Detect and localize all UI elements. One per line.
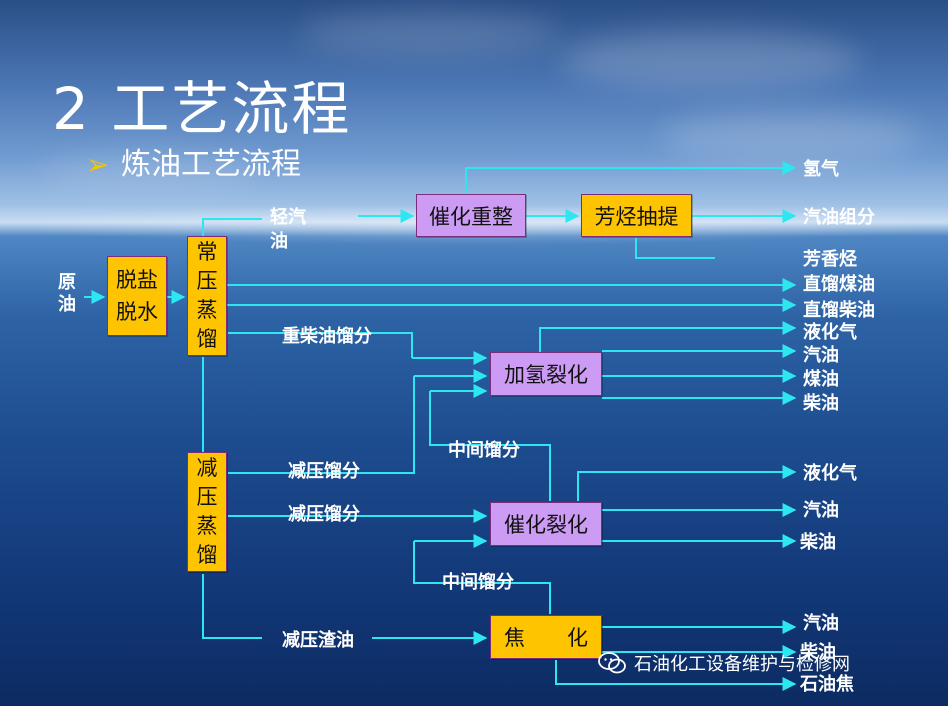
wechat-icon — [598, 652, 626, 674]
product-hc-gasoline: 汽油 — [803, 345, 839, 366]
unit-desalt: 脱盐 脱水 — [107, 256, 167, 336]
feed-label: 原油 — [58, 272, 76, 315]
flow-middle-cut-2 — [413, 541, 551, 614]
flow-atm-top — [202, 218, 262, 236]
product-coke-gasoline: 汽油 — [803, 613, 839, 634]
product-petroleum-coke: 石油焦 — [800, 674, 854, 695]
bullet-arrow-icon: ➢ — [86, 148, 110, 181]
flow-vac-cut-1 — [228, 376, 415, 474]
unit-desalt-label: 脱盐 脱水 — [116, 268, 158, 324]
product-hc-lpg: 液化气 — [803, 322, 857, 343]
unit-hydrocrack-label: 加氢裂化 — [504, 363, 588, 387]
watermark-text: 石油化工设备维护与检修网 — [634, 654, 850, 675]
product-hydrogen: 氢气 — [803, 159, 839, 180]
unit-atm-label: 常 压 蒸 馏 — [196, 240, 218, 351]
unit-vac-label: 减 压 蒸 馏 — [196, 456, 218, 567]
cloud — [560, 30, 860, 90]
page-title: 2 工艺流程 — [52, 75, 352, 143]
flow-fcc-lpg-line — [577, 471, 620, 501]
stream-light-gasoline: 轻汽 油 — [270, 207, 306, 252]
flow-coke-coke-line — [555, 660, 620, 685]
product-straight-kerosene: 直馏煤油 — [803, 274, 875, 295]
product-hc-diesel: 柴油 — [803, 393, 839, 414]
stream-vac-residue: 减压渣油 — [282, 630, 354, 651]
cloud — [300, 10, 560, 56]
unit-coking-label: 焦 化 — [504, 626, 588, 650]
cloud — [660, 110, 920, 162]
stream-middle-cut-2: 中间馏分 — [442, 572, 514, 593]
subtitle: 炼油工艺流程 — [121, 147, 301, 182]
unit-hydrocracking: 加氢裂化 — [490, 352, 602, 396]
flow-hc-lpg-line — [539, 327, 620, 352]
flow-hydrogen-line — [465, 167, 620, 193]
unit-vacuum-distillation: 减 压 蒸 馏 — [187, 452, 227, 572]
product-fcc-gasoline: 汽油 — [803, 500, 839, 521]
stream-heavy-diesel: 重柴油馏分 — [282, 326, 372, 347]
product-aromatics: 芳香烃 — [803, 249, 857, 270]
unit-catalytic-reforming: 催化重整 — [416, 194, 526, 237]
watermark: 石油化工设备维护与检修网 — [598, 650, 850, 676]
product-fcc-diesel: 柴油 — [800, 532, 836, 553]
unit-aromatic-extraction: 芳烃抽提 — [581, 194, 692, 237]
cloud — [40, 150, 260, 190]
product-fcc-lpg: 液化气 — [803, 463, 857, 484]
unit-coking: 焦 化 — [490, 615, 602, 659]
product-hc-kerosene: 煤油 — [803, 369, 839, 390]
flow-heavy-diesel — [228, 332, 413, 358]
stream-vac-cut-1: 减压馏分 — [288, 461, 360, 482]
flow-middle-cut-1 — [429, 391, 551, 501]
stream-vac-cut-2: 减压馏分 — [288, 504, 360, 525]
flow-aromatics — [635, 238, 715, 259]
unit-atmospheric-distillation: 常 压 蒸 馏 — [187, 236, 227, 356]
stream-middle-cut-1: 中间馏分 — [448, 440, 520, 461]
unit-catcrack-label: 催化裂化 — [504, 513, 588, 537]
flow-vac-residue — [202, 574, 262, 639]
product-coke-diesel: 柴油 — [800, 642, 836, 663]
product-straight-diesel: 直馏柴油 — [803, 300, 875, 321]
unit-catalytic-cracking: 催化裂化 — [490, 502, 602, 546]
unit-reform-label: 催化重整 — [429, 204, 513, 229]
product-gasoline-component: 汽油组分 — [803, 207, 875, 228]
unit-aromatic-label: 芳烃抽提 — [594, 204, 679, 229]
